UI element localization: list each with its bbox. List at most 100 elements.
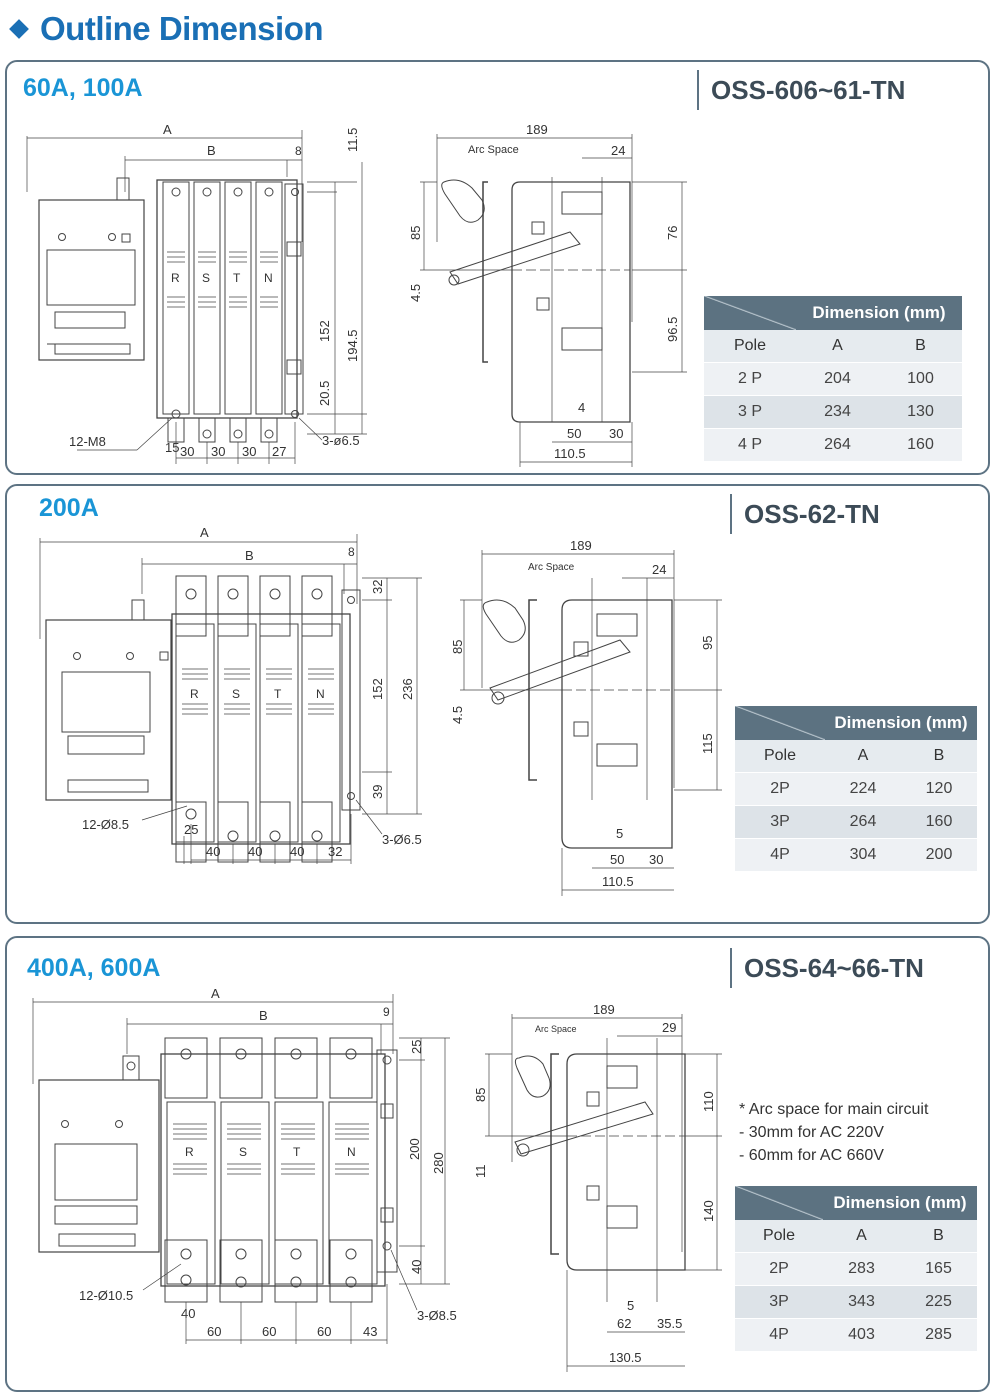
- pole-label-n: N: [316, 687, 325, 701]
- pole-label-s: S: [202, 271, 210, 285]
- cell-a: 224: [825, 772, 901, 806]
- table-row: 4P 403 285: [735, 1318, 977, 1352]
- dim-label-a: A: [163, 122, 172, 137]
- section-rating: 60A, 100A: [23, 74, 143, 102]
- table-corner-cell: [735, 1186, 823, 1220]
- dim-label-12-m8: 12-M8: [69, 434, 106, 449]
- col-pole: Pole: [735, 1220, 823, 1253]
- dim-label-152: 152: [317, 320, 332, 342]
- pole-label-s: S: [239, 1145, 247, 1159]
- section-panel-400a-600a: 400A, 600A OSS-64~66-TN A B 9 R: [5, 936, 990, 1392]
- cell-b: 160: [901, 805, 977, 839]
- cell-pole: 3P: [735, 805, 825, 839]
- cell-pole: 2P: [735, 772, 825, 806]
- cell-a: 304: [825, 838, 901, 872]
- col-a: A: [823, 1220, 900, 1253]
- side-dim-35-5: 35.5: [657, 1316, 682, 1331]
- dim-label-25: 25: [409, 1040, 424, 1054]
- side-arc-space-label: Arc Space: [528, 562, 575, 573]
- dim-label-40-c: 40: [290, 844, 304, 859]
- table-corner-cell: [735, 706, 825, 740]
- dim-label-8: 8: [295, 144, 302, 158]
- table-row: 4P 304 200: [735, 838, 977, 872]
- note-title: * Arc space for main circuit: [739, 1101, 929, 1118]
- side-dim-110-5: 110.5: [554, 446, 586, 461]
- side-dim-140: 140: [701, 1200, 716, 1222]
- dim-label-a: A: [200, 525, 209, 540]
- dim-label-8: 8: [348, 545, 355, 559]
- cell-pole: 2 P: [704, 362, 796, 396]
- dim-label-20-5: 20.5: [317, 381, 332, 406]
- side-arc-space-label: Arc Space: [535, 1024, 577, 1034]
- side-dim-130-5: 130.5: [609, 1350, 642, 1365]
- dim-label-11-5: 11.5: [345, 128, 360, 152]
- side-dim-85: 85: [450, 640, 465, 654]
- cell-a: 343: [823, 1285, 900, 1319]
- table-header: Dimension (mm): [825, 706, 977, 740]
- side-dim-24: 24: [652, 562, 666, 577]
- dim-label-32-b: 32: [328, 844, 342, 859]
- dim-label-b: B: [245, 548, 254, 563]
- side-dim-30: 30: [649, 852, 663, 867]
- dim-label-30-c: 30: [242, 444, 256, 459]
- table-row: 2P 224 120: [735, 772, 977, 806]
- side-arc-space-label: Arc Space: [468, 144, 519, 156]
- dim-label-9: 9: [383, 1005, 390, 1019]
- pole-label-n: N: [347, 1145, 356, 1159]
- table-corner-cell: [704, 296, 796, 330]
- section-model: OSS-606~61-TN: [697, 70, 905, 110]
- col-b: B: [900, 1220, 977, 1253]
- side-dim-5: 5: [627, 1298, 634, 1313]
- side-dim-62: 62: [617, 1316, 631, 1331]
- cell-b: 100: [879, 362, 962, 396]
- section-rating: 400A, 600A: [27, 954, 161, 982]
- pole-label-n: N: [264, 271, 273, 285]
- cell-a: 264: [825, 805, 901, 839]
- table-header: Dimension (mm): [823, 1186, 977, 1220]
- side-dim-11: 11: [473, 1165, 488, 1179]
- dim-label-a: A: [211, 986, 220, 1001]
- dim-label-39: 39: [370, 785, 385, 799]
- front-view-drawing: A B 8 R S T N: [39, 525, 422, 864]
- dim-label-60-b: 60: [262, 1324, 276, 1339]
- side-dim-110-5: 110.5: [602, 874, 634, 889]
- side-dim-29: 29: [662, 1020, 676, 1035]
- side-dim-5: 5: [616, 826, 623, 841]
- section-model: OSS-62-TN: [730, 494, 880, 534]
- cell-pole: 4 P: [704, 428, 796, 462]
- dim-label-b: B: [207, 143, 216, 158]
- side-dim-4-5: 4.5: [450, 706, 465, 724]
- cell-pole: 4P: [735, 838, 825, 872]
- cell-pole: 4P: [735, 1318, 823, 1352]
- side-dim-24: 24: [611, 143, 625, 158]
- dim-label-30-a: 30: [180, 444, 194, 459]
- col-pole: Pole: [704, 330, 796, 363]
- pole-label-r: R: [171, 271, 180, 285]
- cell-a: 283: [823, 1252, 900, 1286]
- cell-b: 165: [900, 1252, 977, 1286]
- cell-b: 160: [879, 428, 962, 462]
- note-line: - 30mm for AC 220V: [739, 1124, 884, 1141]
- table-row: 3P 343 225: [735, 1285, 977, 1319]
- dim-label-280: 280: [431, 1152, 446, 1174]
- section-panel-60a-100a: 60A, 100A OSS-606~61-TN A B 8: [5, 60, 990, 475]
- col-b: B: [879, 330, 962, 363]
- pole-label-t: T: [293, 1145, 301, 1159]
- table-header: Dimension (mm): [796, 296, 962, 330]
- dimension-table: Dimension (mm) Pole A B 2P 224 120 3P 26…: [735, 706, 977, 872]
- section-panel-200a: 200A OSS-62-TN A B 8: [5, 484, 990, 924]
- side-view-drawing: 189 Arc Space 29 85 11 110 140 5 62 35.5…: [473, 1002, 722, 1372]
- front-view-drawing: A B 9 R S T N: [32, 986, 457, 1344]
- dimension-table: Dimension (mm) Pole A B 2 P 204 100 3 P …: [704, 296, 962, 462]
- dim-label-60-a: 60: [207, 1324, 221, 1339]
- dim-label-3-hole: 3-ø6.5: [322, 433, 360, 448]
- side-dim-50: 50: [567, 426, 581, 441]
- table-row: 2 P 204 100: [704, 362, 962, 396]
- dim-label-30-b: 30: [211, 444, 225, 459]
- col-a: A: [825, 740, 901, 773]
- page-title-text: Outline Dimension: [40, 10, 324, 47]
- table-row: 4 P 264 160: [704, 428, 962, 462]
- note-line: - 60mm for AC 660V: [739, 1147, 884, 1164]
- dim-label-27: 27: [272, 444, 286, 459]
- pole-label-t: T: [274, 687, 282, 701]
